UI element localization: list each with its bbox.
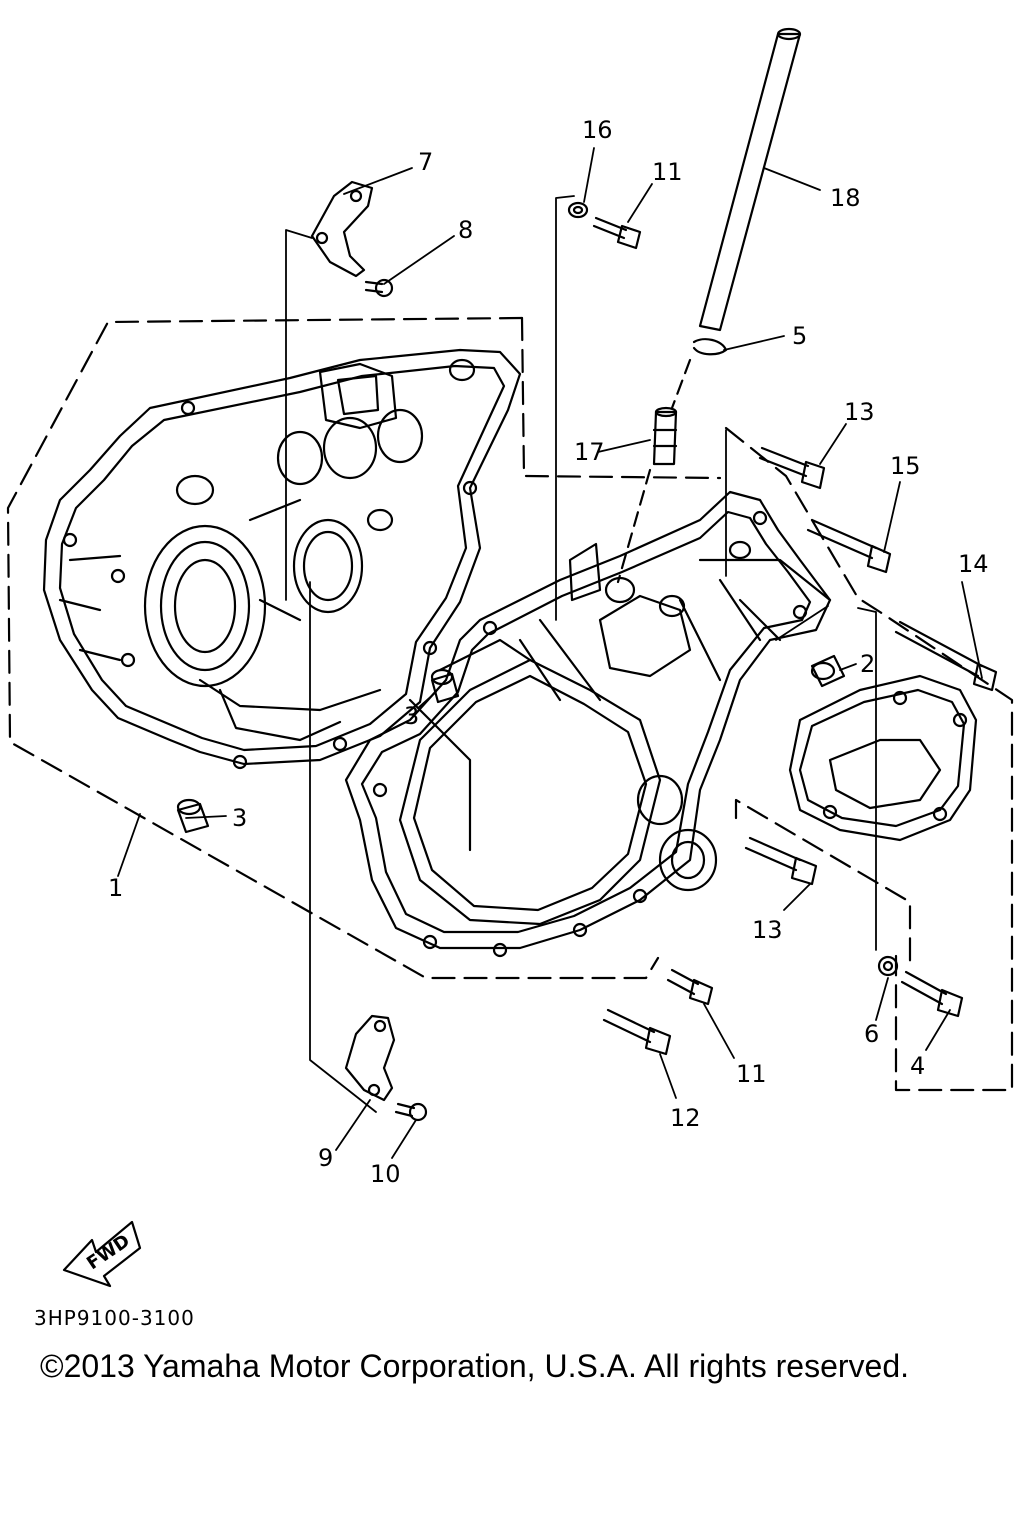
part-label-11-lower: 11 — [736, 1060, 767, 1088]
bolt-13-lower — [744, 836, 818, 886]
crankcase-right-gasket-face — [398, 658, 662, 926]
part-label-18: 18 — [830, 184, 861, 212]
assembly-boundary-left — [6, 316, 722, 980]
dowel-pin-3-lower — [176, 798, 210, 834]
bolt-12 — [602, 1008, 672, 1056]
assembly-boundary-right — [724, 426, 1014, 1092]
bolt-4 — [900, 970, 964, 1018]
part-label-5: 5 — [792, 322, 807, 350]
part-label-12: 12 — [670, 1104, 701, 1132]
breather-hose — [698, 27, 802, 332]
side-cover — [788, 674, 978, 842]
part-label-17: 17 — [574, 438, 605, 466]
part-label-14: 14 — [958, 550, 989, 578]
part-label-4: 4 — [910, 1052, 925, 1080]
part-label-15: 15 — [890, 452, 921, 480]
bolt-11-lower — [666, 968, 714, 1006]
part-label-6: 6 — [864, 1020, 879, 1048]
fwd-arrow-icon — [62, 1220, 142, 1288]
copyright-notice: ©2013 Yamaha Motor Corporation, U.S.A. A… — [40, 1348, 910, 1384]
part-label-10: 10 — [370, 1160, 401, 1188]
washer-6 — [877, 955, 899, 977]
fwd-label: FWD — [83, 1230, 134, 1274]
dowel-pin-2 — [810, 654, 846, 688]
part-label-2: 2 — [860, 650, 875, 678]
crankcase-right-bearing-boss — [658, 828, 718, 892]
crankcase-left-half — [42, 348, 522, 770]
part-label-1: 1 — [108, 874, 123, 902]
part-label-9: 9 — [318, 1144, 333, 1172]
bolt-14 — [894, 620, 998, 692]
crankcase-left-bearing-bore — [143, 524, 267, 688]
dowel-pin-3-upper — [430, 668, 460, 704]
bolt-11-upper — [592, 216, 642, 250]
part-label-3-upper: 3 — [404, 702, 419, 730]
part-label-8: 8 — [458, 216, 473, 244]
plate-9 — [344, 1014, 396, 1102]
part-labels: 1 2 3 3 4 5 6 7 8 9 10 11 11 12 13 13 14… — [108, 116, 989, 1188]
part-label-3-lower: 3 — [232, 804, 247, 832]
part-label-7: 7 — [418, 148, 433, 176]
hose-joint — [652, 406, 678, 466]
catalog-code: 3HP9100-3100 — [34, 1306, 195, 1330]
hose-clip — [692, 338, 728, 356]
part-label-11-upper: 11 — [652, 158, 683, 186]
plate-7 — [310, 180, 374, 278]
bolt-13-upper — [758, 446, 826, 490]
crankcase-right-half — [344, 490, 832, 958]
washer-16 — [567, 201, 589, 219]
bolt-15 — [806, 518, 892, 574]
part-label-13-lower: 13 — [752, 916, 783, 944]
screw-8 — [364, 278, 394, 298]
part-label-16: 16 — [582, 116, 613, 144]
part-label-13-upper: 13 — [844, 398, 875, 426]
screw-10 — [394, 1102, 428, 1122]
